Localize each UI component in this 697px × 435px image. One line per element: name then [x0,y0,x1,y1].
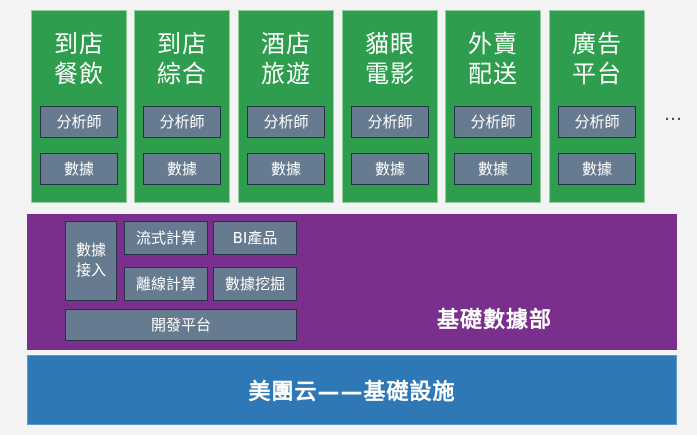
business-unit-dine-in: 到店 餐飲 分析師 數據 [31,10,127,203]
analyst-chip: 分析師 [40,106,118,138]
data-chip: 數據 [351,153,429,185]
data-chip: 數據 [247,153,325,185]
analyst-chip: 分析師 [351,106,429,138]
data-department-layer: 數據 接入 流式計算 BI產品 離線計算 數據挖掘 開發平台 基礎數據部 [27,214,677,350]
data-chip: 數據 [40,153,118,185]
business-unit-title: 廣告 平台 [572,30,622,88]
business-unit-in-store-general: 到店 綜合 分析師 數據 [134,10,230,203]
analyst-chip: 分析師 [454,106,532,138]
business-unit-takeout-delivery: 外賣 配送 分析師 數據 [445,10,541,203]
business-unit-title: 酒店 旅遊 [261,30,311,88]
business-unit-ad-platform: 廣告 平台 分析師 數據 [549,10,645,203]
data-department-title: 基礎數據部 [437,308,553,333]
business-unit-maoyan-movies: 貓眼 電影 分析師 數據 [342,10,438,203]
analyst-chip: 分析師 [143,106,221,138]
data-chip: 數據 [143,153,221,185]
business-unit-title: 貓眼 電影 [365,30,415,88]
infrastructure-title: 美團云——基礎設施 [248,380,456,405]
analyst-chip: 分析師 [558,106,636,138]
data-mining-box: 數據挖掘 [213,267,297,301]
infrastructure-layer: 美團云——基礎設施 [27,355,677,425]
dev-platform-box: 開發平台 [65,309,297,341]
analyst-chip: 分析師 [247,106,325,138]
more-units-ellipsis: … [664,104,684,125]
business-unit-hotel-travel: 酒店 旅遊 分析師 數據 [238,10,334,203]
offline-computing-box: 離線計算 [124,267,208,301]
business-unit-title: 外賣 配送 [468,30,518,88]
business-unit-title: 到店 綜合 [157,30,207,88]
data-ingest-box: 數據 接入 [65,221,117,301]
data-chip: 數據 [558,153,636,185]
stream-computing-box: 流式計算 [124,221,208,255]
bi-products-box: BI產品 [213,221,297,255]
data-chip: 數據 [454,153,532,185]
business-unit-title: 到店 餐飲 [54,30,104,88]
